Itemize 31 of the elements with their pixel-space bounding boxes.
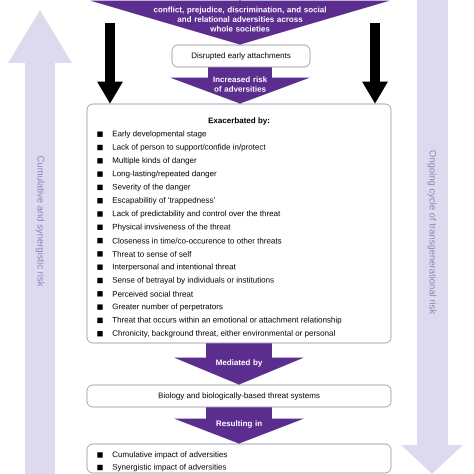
list-item: Closeness in time/co-occurence to other threats: [97, 238, 282, 244]
arrow: [90, 0, 390, 45]
edge-label: Resulting in: [216, 420, 262, 428]
edge-label: Mediated by: [216, 359, 262, 367]
list-item: Multiple kinds of danger: [97, 157, 197, 165]
list-item: Cumulative impact of adversities: [97, 451, 228, 459]
arrow: [170, 67, 310, 104]
arrow: [174, 407, 304, 444]
heading: Exacerbated by:: [208, 117, 270, 125]
process-box: Disrupted early attachments: [172, 44, 310, 68]
list-item: Perceived social threat: [97, 290, 194, 297]
process-box: Biology and biologically-based threat systems: [86, 384, 392, 408]
list-item: Chronicity, background threat, either environmental or personal: [97, 330, 335, 338]
list-item: Long-lasting/repeated danger: [97, 170, 217, 178]
edge-label: conflict, prejudice, discrimination, and social and relational adversities across whole societies: [154, 6, 326, 32]
list-item: Physical invsiveness of the threat: [97, 224, 230, 232]
list-item: Sense of betrayal by individuals or institutions: [97, 276, 274, 284]
arrow: [97, 23, 123, 104]
arrow: [174, 343, 304, 385]
list-item: Greater number of perpetrators: [97, 303, 223, 311]
list-item: Threat that occurs within an emotional or attachment relationship: [97, 316, 342, 324]
list-item: Escapabilitiy of ‘trappedness’: [97, 196, 215, 204]
arrow: [362, 23, 388, 104]
list-item: Synergistic impact of adversities: [97, 464, 226, 472]
list-item: Lack of person to support/confide in/protect: [97, 144, 266, 152]
list-item: Threat to sense of self: [97, 250, 192, 257]
list-item: Interpersonal and intentional threat: [97, 263, 236, 271]
edge-label: Increased risk of adversities: [213, 76, 268, 92]
list-item: Early developmental stage: [97, 130, 206, 138]
list-item: Severity of the danger: [97, 184, 190, 192]
list-item: Lack of predictability and control over the threat: [97, 210, 280, 218]
